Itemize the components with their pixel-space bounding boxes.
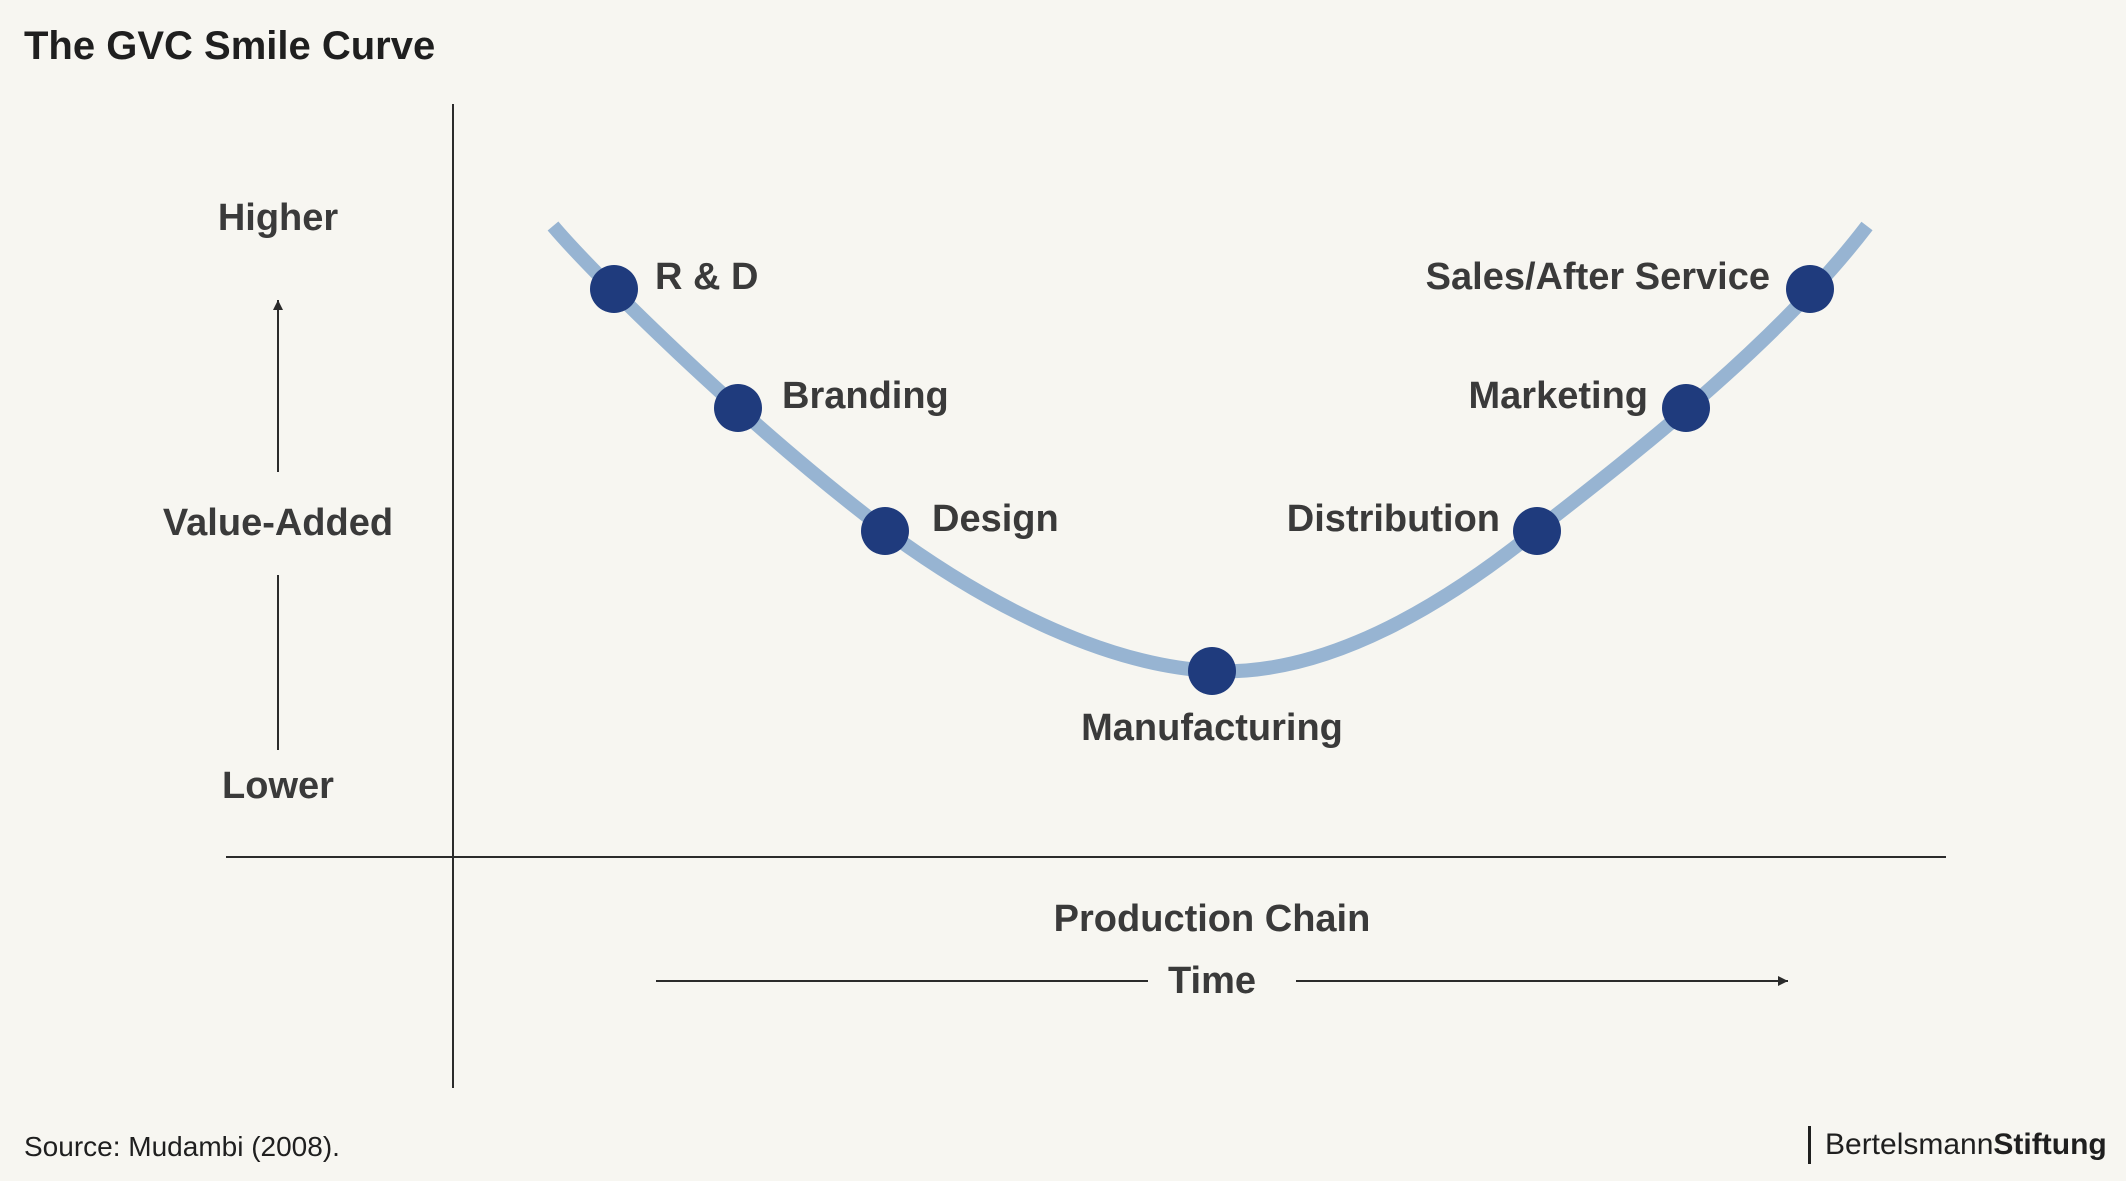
stage-dot-design — [861, 507, 909, 555]
y-axis-high-label: Higher — [218, 197, 339, 239]
stage-dot-manufacturing — [1188, 647, 1236, 695]
stage-label-design: Design — [932, 498, 1059, 540]
chart-title: The GVC Smile Curve — [24, 24, 436, 68]
stage-dot-rd — [590, 265, 638, 313]
y-axis-low-label: Lower — [222, 765, 334, 807]
source-note: Source: Mudambi (2008). — [24, 1131, 340, 1162]
brand-logo: BertelsmannStiftung — [1808, 1126, 2107, 1164]
stage-dot-branding — [714, 384, 762, 432]
stage-label-distribution: Distribution — [1287, 498, 1500, 540]
stage-label-marketing: Marketing — [1469, 375, 1648, 417]
stage-dot-sales — [1786, 265, 1834, 313]
brand-logo-part2: Stiftung — [1993, 1128, 2107, 1161]
stage-label-rd: R & D — [655, 256, 758, 298]
stage-label-branding: Branding — [782, 375, 949, 417]
x-axis-label: Production Chain — [1054, 898, 1371, 940]
brand-logo-part1: Bertelsmann — [1825, 1128, 1994, 1161]
y-axis-label: Value-Added — [163, 502, 393, 544]
stage-dot-distribution — [1513, 507, 1561, 555]
stage-dot-marketing — [1662, 384, 1710, 432]
x-axis-sublabel: Time — [1168, 960, 1256, 1002]
stage-label-sales: Sales/After Service — [1426, 256, 1770, 298]
stage-label-manufacturing: Manufacturing — [1081, 707, 1343, 749]
